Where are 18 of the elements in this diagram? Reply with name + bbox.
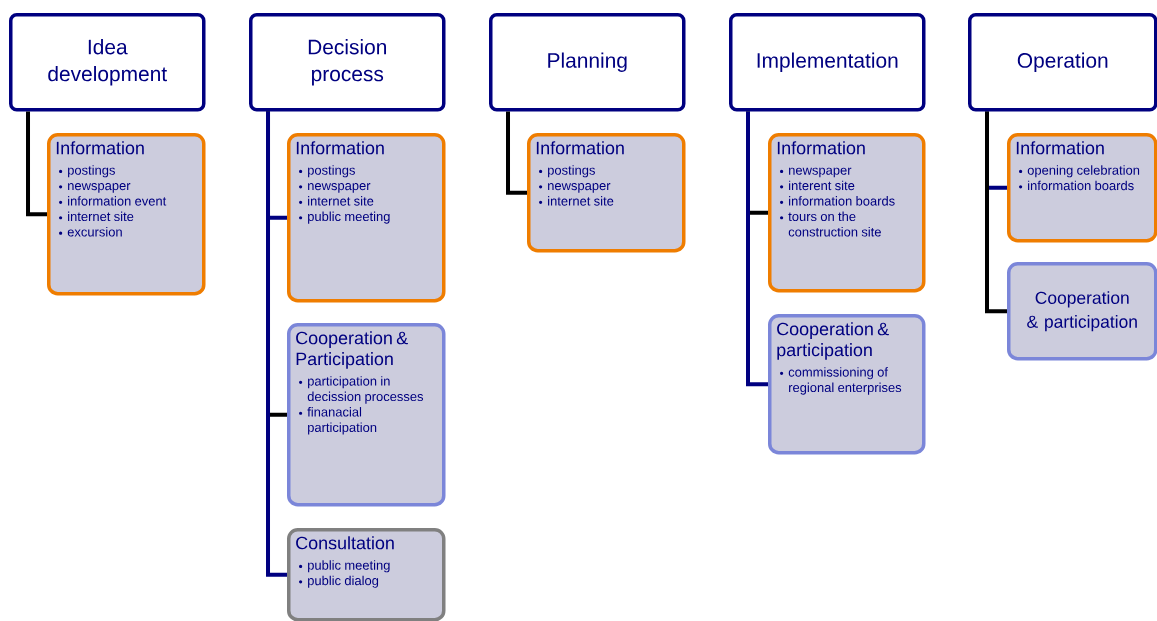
stage-box: Implementation [729, 13, 926, 112]
connector-line [985, 111, 1007, 314]
info-box: Information postings newspaper internet site [527, 133, 686, 253]
connector-line [26, 111, 47, 217]
info-box: Information postings newspaper internet site public meeting [287, 133, 446, 303]
connector-line [506, 111, 527, 195]
info-box: Cooperation & participation [1007, 262, 1157, 361]
connector-line [746, 111, 768, 387]
info-box: Information newspaper interent site information boards tours on the construction site [768, 133, 926, 293]
stage-box: Operation [968, 13, 1157, 112]
info-box: Cooperation & Participation participation in decission processes finanacial participation [287, 323, 446, 507]
stage-box: Decision process [249, 13, 446, 112]
info-box: Consultation public meeting public dialog [287, 528, 446, 621]
stage-box: Idea development [9, 13, 206, 112]
info-box: Information postings newspaper information event internet site excursion [47, 133, 206, 296]
stage-box: Planning [489, 13, 686, 112]
info-box: Information opening celebration information boards [1007, 133, 1157, 243]
info-box: Cooperation & participation commissioning of regional enterprises [768, 314, 926, 455]
